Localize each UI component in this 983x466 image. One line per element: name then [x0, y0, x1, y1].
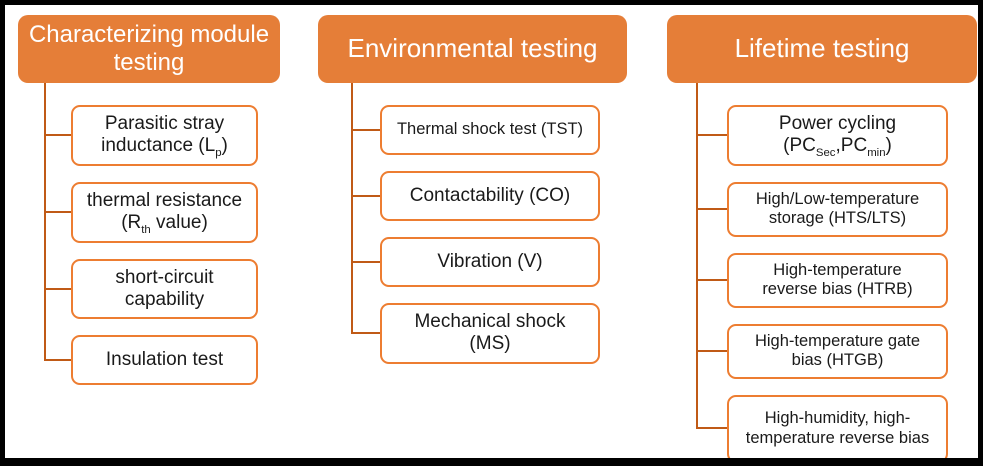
- node-label: High-temperature reverse bias (HTRB): [762, 260, 913, 299]
- node-insulation-test: Insulation test: [71, 335, 258, 386]
- tree-branch: High/Low-temperature storage (HTS/LTS): [667, 173, 977, 245]
- node-label: short-circuit capability: [115, 266, 214, 311]
- node-label: Vibration (V): [437, 250, 543, 272]
- children-environmental: Thermal shock test (TST) Contactability …: [318, 83, 627, 372]
- node-label: Parasitic stray inductance (Lp): [101, 113, 228, 160]
- node-contactability: Contactability (CO): [380, 171, 600, 221]
- node-label: Insulation test: [105, 349, 224, 371]
- column-lifetime-testing: Lifetime testing Power cycling (PCSec,PC…: [667, 15, 977, 458]
- node-label: High/Low-temperature storage (HTS/LTS): [755, 189, 920, 228]
- node-power-cycling: Power cycling (PCSec,PCmin): [727, 105, 948, 166]
- header-lifetime-testing: Lifetime testing: [667, 15, 977, 83]
- node-high-humidity-high-temperature-reverse-bias: High-humidity, high- temperature reverse…: [727, 394, 948, 458]
- header-characterizing-module-testing: Characterizing module testing: [18, 15, 280, 83]
- column-characterizing-module-testing: Characterizing module testing Parasitic …: [18, 15, 280, 393]
- node-label: High-temperature gate bias (HTGB): [754, 331, 921, 370]
- node-label: Thermal shock test (TST): [396, 120, 584, 139]
- tree-branch: thermal resistance (Rth value): [18, 173, 280, 251]
- tree-branch: High-temperature gate bias (HTGB): [667, 315, 977, 387]
- tree-branch: High-temperature reverse bias (HTRB): [667, 244, 977, 316]
- node-high-temperature-gate-bias: High-temperature gate bias (HTGB): [727, 323, 948, 379]
- node-high-low-temperature-storage: High/Low-temperature storage (HTS/LTS): [727, 181, 948, 237]
- node-label: High-humidity, high- temperature reverse…: [745, 409, 930, 447]
- node-label: Mechanical shock (MS): [414, 311, 566, 355]
- children-characterizing: Parasitic stray inductance (Lp) thermal …: [18, 83, 280, 393]
- tree-branch: short-circuit capability: [18, 250, 280, 328]
- node-vibration: Vibration (V): [380, 237, 600, 287]
- tree-branch: Vibration (V): [318, 229, 627, 295]
- node-label: thermal resistance (Rth value): [86, 189, 243, 237]
- node-thermal-resistance: thermal resistance (Rth value): [71, 181, 258, 243]
- children-lifetime: Power cycling (PCSec,PCmin) High/Low-tem…: [667, 83, 977, 458]
- tree-branch: Thermal shock test (TST): [318, 97, 627, 163]
- tree-branch: Power cycling (PCSec,PCmin): [667, 97, 977, 174]
- node-label: Contactability (CO): [409, 184, 571, 206]
- tree-branch: Parasitic stray inductance (Lp): [18, 97, 280, 174]
- node-parasitic-stray-inductance: Parasitic stray inductance (Lp): [71, 105, 258, 166]
- node-thermal-shock-test: Thermal shock test (TST): [380, 105, 600, 155]
- tree-branch: Contactability (CO): [318, 163, 627, 229]
- node-mechanical-shock: Mechanical shock (MS): [380, 303, 600, 364]
- tree-branch: Mechanical shock (MS): [318, 295, 627, 372]
- column-environmental-testing: Environmental testing Thermal shock test…: [318, 15, 627, 372]
- tree-branch: High-humidity, high- temperature reverse…: [667, 386, 977, 458]
- node-short-circuit-capability: short-circuit capability: [71, 258, 258, 320]
- node-high-temperature-reverse-bias: High-temperature reverse bias (HTRB): [727, 252, 948, 308]
- header-environmental-testing: Environmental testing: [318, 15, 627, 83]
- node-label: Power cycling (PCSec,PCmin): [778, 113, 897, 160]
- tree-branch: Insulation test: [18, 327, 280, 393]
